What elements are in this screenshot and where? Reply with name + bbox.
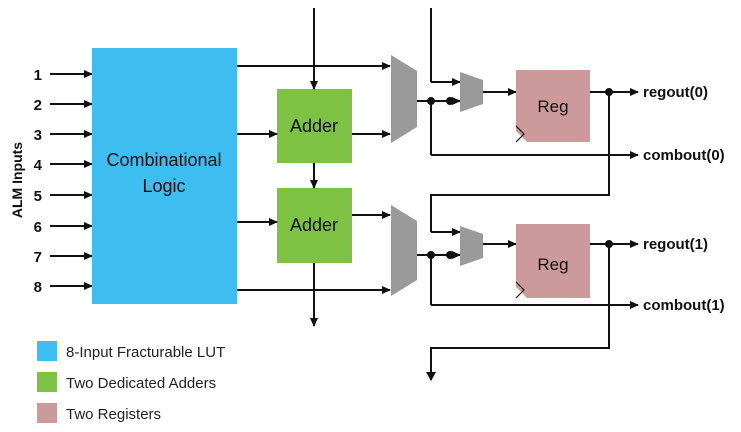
adder-bottom-label: Adder — [290, 215, 338, 235]
input-label-8: 8 — [34, 279, 42, 296]
mux-small-top — [460, 72, 483, 112]
arrow-down-icon — [426, 372, 436, 381]
combinational-logic-label-line2: Logic — [142, 176, 185, 196]
legend: 8-Input Fracturable LUT Two Dedicated Ad… — [37, 341, 225, 423]
legend-swatch-adders — [37, 372, 57, 392]
junction-dot — [446, 97, 454, 105]
junction-dot — [605, 88, 613, 96]
legend-swatch-lut — [37, 341, 57, 361]
input-label-2: 2 — [34, 97, 42, 114]
output-combout-0: combout(0) — [643, 147, 725, 164]
mux-top — [391, 55, 417, 143]
output-combout-1: combout(1) — [643, 297, 725, 314]
input-label-1: 1 — [34, 67, 42, 84]
legend-label-adders: Two Dedicated Adders — [66, 375, 216, 392]
adder-top-block — [277, 89, 352, 163]
junction-dot — [427, 97, 435, 105]
input-labels: 1 2 3 4 5 6 7 8 — [34, 67, 43, 296]
mux-bottom — [391, 205, 417, 296]
register-top-label: Reg — [537, 97, 568, 116]
lut-output-wires — [237, 8, 391, 327]
input-arrows — [50, 70, 93, 290]
clock-notch-icon — [515, 281, 525, 299]
clock-notch-icon — [515, 125, 525, 143]
lower-path-wires — [417, 240, 639, 380]
input-label-5: 5 — [34, 188, 42, 205]
junction-dot — [427, 251, 435, 259]
adder-bottom-block — [277, 188, 352, 263]
output-regout-1: regout(1) — [643, 236, 708, 253]
input-label-6: 6 — [34, 219, 42, 236]
register-bottom-label: Reg — [537, 255, 568, 274]
combinational-logic-label-line1: Combinational — [106, 150, 221, 170]
adder-top-label: Adder — [290, 116, 338, 136]
alm-inputs-label: ALM Inputs — [9, 142, 25, 218]
input-label-7: 7 — [34, 249, 42, 266]
legend-label-registers: Two Registers — [66, 406, 161, 423]
upper-path-wires — [417, 8, 639, 236]
combinational-logic-block — [92, 48, 237, 304]
mux-small-bottom — [460, 226, 483, 266]
input-label-4: 4 — [34, 157, 43, 174]
register-bottom-block — [516, 224, 590, 298]
junction-dot — [446, 251, 454, 259]
output-regout-0: regout(0) — [643, 84, 708, 101]
junction-dot — [605, 240, 613, 248]
input-label-3: 3 — [34, 127, 42, 144]
legend-label-lut: 8-Input Fracturable LUT — [66, 344, 225, 361]
legend-swatch-registers — [37, 403, 57, 423]
register-top-block — [516, 70, 590, 142]
